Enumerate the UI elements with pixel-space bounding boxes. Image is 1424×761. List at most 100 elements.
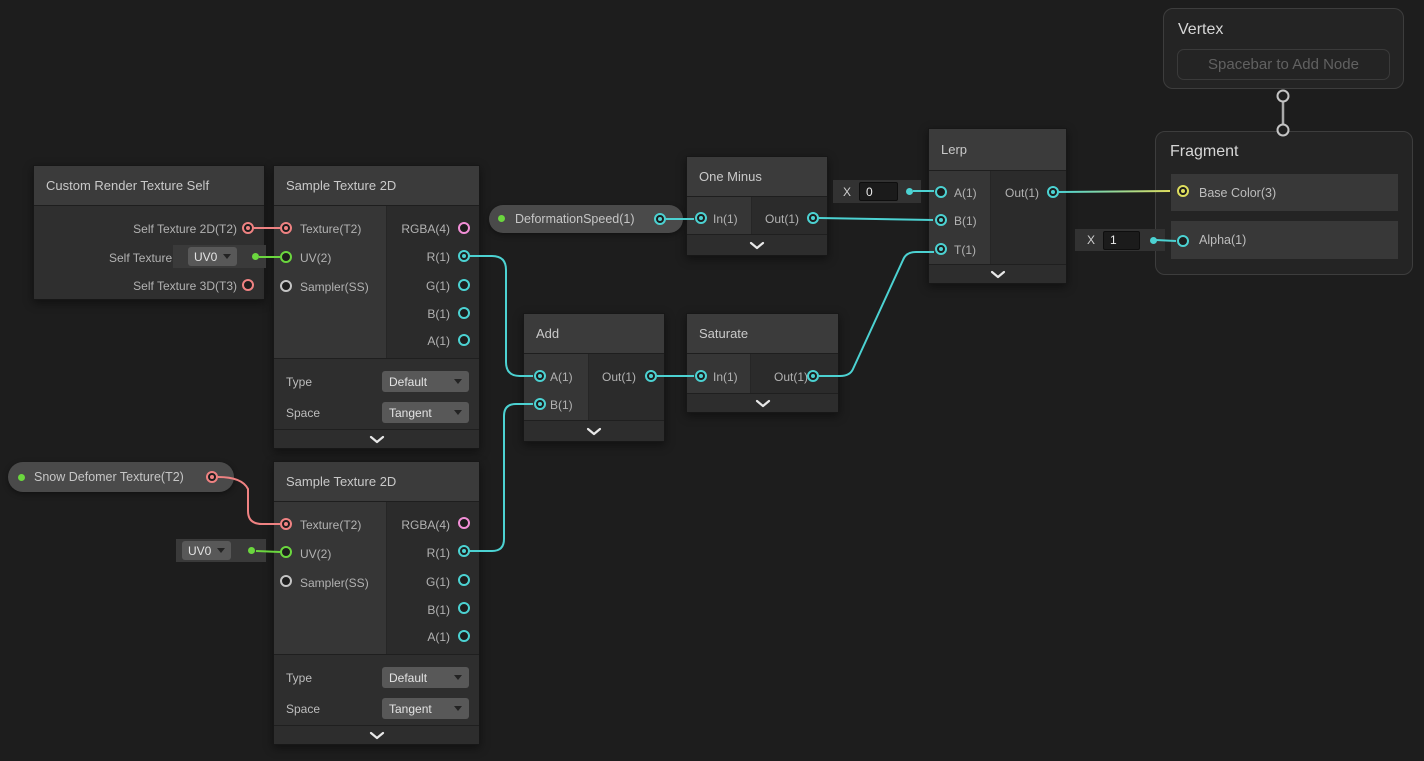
port-label-r: R(1) (426, 250, 450, 264)
space-dropdown-value: Tangent (389, 701, 432, 716)
node-title: Sample Texture 2D (274, 462, 479, 502)
port-label-texture: Texture(T2) (300, 518, 362, 532)
port-fragment-base-color-in[interactable] (1177, 185, 1189, 197)
space-dropdown[interactable]: Tangent (382, 402, 469, 423)
port-label-texture: Texture(T2) (300, 222, 362, 236)
type-dropdown[interactable]: Default (382, 371, 469, 392)
port-saturate-in[interactable] (695, 370, 707, 382)
x-component-label: X (1087, 233, 1096, 247)
dot-lerp-a-default[interactable] (906, 188, 913, 195)
port-label-b: B(1) (427, 307, 450, 321)
fragment-base-color-row[interactable]: Base Color(3) (1171, 174, 1398, 211)
port-label-a: A(1) (550, 370, 573, 384)
chevron-down-icon (990, 270, 1005, 278)
node-fragment-stack[interactable]: Fragment Base Color(3) Alpha(1) (1155, 131, 1413, 275)
uv-channel-dropdown[interactable]: UV0 (188, 247, 237, 266)
dot-alpha-default[interactable] (1150, 237, 1157, 244)
port-label-rgba: RGBA(4) (401, 222, 450, 236)
x-value-field[interactable]: 1 (1103, 230, 1141, 250)
port-sample-b-g-out[interactable] (458, 574, 470, 586)
collapse-button[interactable] (687, 234, 827, 255)
port-sample-a-texture-in[interactable] (280, 222, 292, 234)
collapse-button[interactable] (274, 429, 479, 448)
dropdown-arrow-icon (223, 254, 231, 259)
edge-anchor-top[interactable] (1276, 89, 1290, 103)
dot-uv-selector-b[interactable] (248, 547, 255, 554)
port-sample-b-texture-in[interactable] (280, 518, 292, 530)
port-sample-b-b-out[interactable] (458, 602, 470, 614)
dropdown-arrow-icon (217, 548, 225, 553)
port-sample-b-uv-in[interactable] (280, 546, 292, 558)
port-sample-a-a-out[interactable] (458, 334, 470, 346)
port-sample-b-sampler-in[interactable] (280, 575, 292, 587)
port-oneminus-in[interactable] (695, 212, 707, 224)
node-title-text: Lerp (941, 142, 968, 157)
type-dropdown-value: Default (389, 374, 428, 389)
port-add-b-in[interactable] (534, 398, 546, 410)
node-custom-render-texture-self[interactable]: Custom Render Texture Self Self Texture … (33, 165, 265, 300)
port-oneminus-out[interactable] (807, 212, 819, 224)
spacebar-add-node-hint[interactable]: Spacebar to Add Node (1177, 49, 1390, 80)
collapse-button[interactable] (524, 420, 664, 441)
port-sample-a-g-out[interactable] (458, 279, 470, 291)
dot-deformationspeed-exposed (498, 215, 505, 222)
port-crts-self-texture-2d-out[interactable] (242, 222, 254, 234)
collapse-button[interactable] (274, 725, 479, 744)
port-sample-a-r-out[interactable] (458, 250, 470, 262)
port-lerp-a-in[interactable] (935, 186, 947, 198)
wire-lerp-to-basecolor[interactable] (1058, 190, 1171, 193)
property-deformation-speed[interactable]: DeformationSpeed(1) (489, 205, 683, 233)
node-add[interactable]: Add A(1) B(1) Out(1) (523, 313, 665, 442)
input-column (274, 502, 387, 654)
collapse-button[interactable] (929, 264, 1066, 283)
port-crts-self-texture-3d-out[interactable] (242, 279, 254, 291)
space-dropdown[interactable]: Tangent (382, 698, 469, 719)
port-lerp-t-in[interactable] (935, 243, 947, 255)
uv-channel-value: UV0 (194, 249, 218, 264)
port-sample-b-r-out[interactable] (458, 545, 470, 557)
port-sample-b-rgba-out[interactable] (458, 517, 470, 529)
collapse-button[interactable] (687, 393, 838, 412)
property-snow-deformer-texture[interactable]: Snow Defomer Texture(T2) (8, 462, 234, 492)
port-fragment-alpha-in[interactable] (1177, 235, 1189, 247)
node-title-text: Sample Texture 2D (286, 178, 397, 193)
port-add-a-in[interactable] (534, 370, 546, 382)
x-value-field[interactable]: 0 (859, 182, 899, 201)
port-sample-b-a-out[interactable] (458, 630, 470, 642)
chevron-down-icon (369, 731, 384, 739)
node-sample-texture-2d-a[interactable]: Sample Texture 2D Texture(T2) UV(2) Samp… (273, 165, 480, 449)
port-sample-a-uv-in[interactable] (280, 251, 292, 263)
vertex-title: Vertex (1178, 21, 1224, 38)
node-controls: Type Default Space Tangent (274, 358, 479, 433)
port-label-b: B(1) (427, 603, 450, 617)
node-title: Sample Texture 2D (274, 166, 479, 206)
fragment-alpha-row[interactable]: Alpha(1) (1171, 221, 1398, 259)
port-lerp-b-in[interactable] (935, 214, 947, 226)
uv-channel-dropdown[interactable]: UV0 (182, 541, 231, 560)
port-sample-a-sampler-in[interactable] (280, 280, 292, 292)
node-vertex-stack[interactable]: Vertex Spacebar to Add Node (1163, 8, 1404, 89)
node-one-minus[interactable]: One Minus In(1) Out(1) (686, 156, 828, 256)
dropdown-arrow-icon (454, 410, 462, 415)
port-label-in: In(1) (713, 370, 738, 384)
port-sample-a-rgba-out[interactable] (458, 222, 470, 234)
port-label-rgba: RGBA(4) (401, 518, 450, 532)
type-dropdown[interactable]: Default (382, 667, 469, 688)
chevron-down-icon (369, 435, 384, 443)
wire-oneminus-to-lerp-b[interactable] (818, 217, 934, 221)
dropdown-arrow-icon (454, 675, 462, 680)
port-sample-a-b-out[interactable] (458, 307, 470, 319)
dot-uv-selector-a[interactable] (252, 253, 259, 260)
port-snow-deformer-out[interactable] (206, 471, 218, 483)
port-lerp-out[interactable] (1047, 186, 1059, 198)
node-sample-texture-2d-b[interactable]: Sample Texture 2D Texture(T2) UV(2) Samp… (273, 461, 480, 745)
port-label-out: Out(1) (601, 370, 636, 384)
port-deformationspeed-out[interactable] (654, 213, 666, 225)
port-saturate-out[interactable] (807, 370, 819, 382)
node-lerp[interactable]: Lerp A(1) B(1) T(1) Out(1) (928, 128, 1067, 284)
node-saturate[interactable]: Saturate In(1) Out(1) (686, 313, 839, 413)
port-add-out[interactable] (645, 370, 657, 382)
property-label: Snow Defomer Texture(T2) (34, 470, 184, 484)
chevron-down-icon (749, 241, 765, 249)
